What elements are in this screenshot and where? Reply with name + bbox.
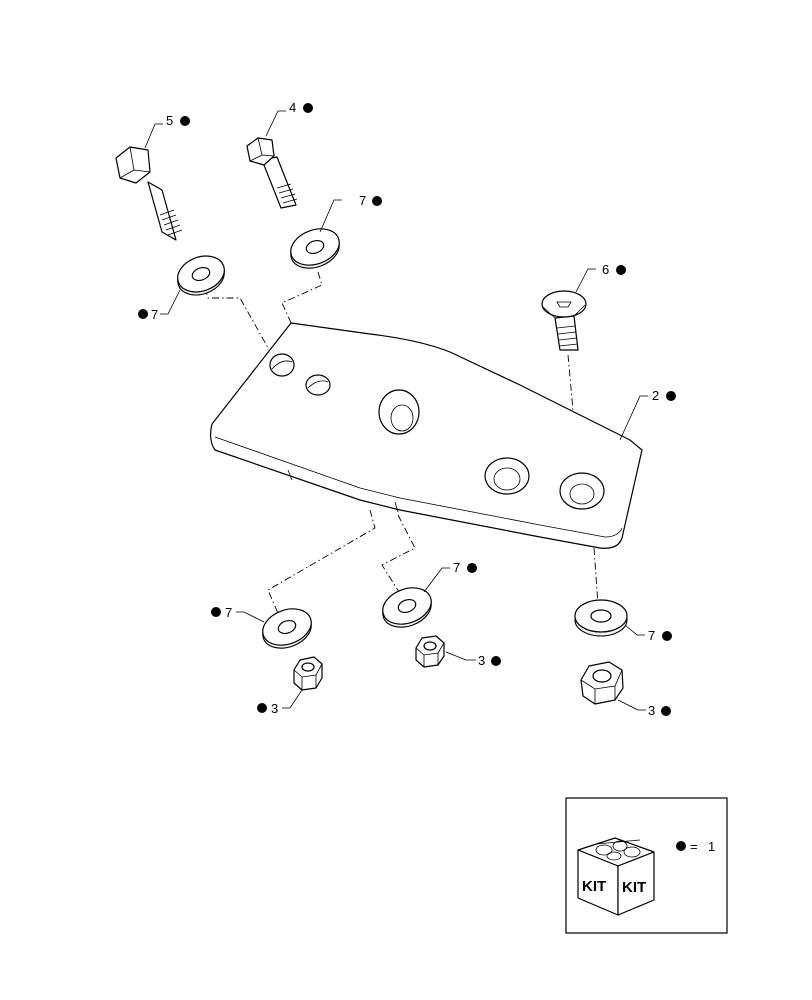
callout-number: 7	[151, 307, 158, 322]
callout-number: 7	[359, 193, 366, 208]
kit-marker-icon	[661, 706, 671, 716]
callout-7-lower-right: 7	[648, 628, 672, 643]
callout-2: 2	[652, 388, 676, 403]
kit-marker-icon	[676, 841, 686, 851]
flat-head-screw-6	[541, 290, 587, 351]
callout-number: 3	[478, 653, 485, 668]
plate	[209, 322, 643, 549]
hex-nut-3-middle	[415, 635, 445, 668]
callout-3-middle: 3	[478, 653, 501, 668]
plate-hole-3	[378, 389, 420, 435]
leader-lines	[144, 110, 648, 711]
callout-3-left: 3	[257, 701, 278, 716]
hex-bolt-4	[246, 137, 298, 209]
kit-marker-icon	[180, 116, 190, 126]
kit-marker-icon	[662, 631, 672, 641]
kit-marker-icon	[211, 607, 221, 617]
kit-marker-icon	[303, 103, 313, 113]
hex-bolt-5	[115, 146, 183, 241]
hex-nut-3-left	[293, 656, 323, 691]
callout-7-lower-left: 7	[211, 605, 232, 620]
kit-marker-icon	[666, 391, 676, 401]
callout-4: 4	[289, 100, 313, 115]
callout-number: 3	[271, 701, 278, 716]
washer-7-upper-right	[290, 228, 340, 269]
kit-box-icon: KIT KIT	[577, 837, 655, 916]
kit-label-right: KIT	[622, 879, 646, 896]
legend-value: 1	[708, 839, 715, 854]
callout-7-lower-middle: 7	[453, 560, 477, 575]
kit-label-left: KIT	[582, 878, 606, 895]
callout-7-upper-left: 7	[138, 307, 158, 322]
callout-number: 7	[453, 560, 460, 575]
callout-number: 2	[652, 388, 659, 403]
callout-6: 6	[602, 262, 626, 277]
callout-number: 3	[648, 703, 655, 718]
kit-marker-icon	[372, 196, 382, 206]
plate-hole-4	[484, 457, 530, 495]
callout-number: 6	[602, 262, 609, 277]
kit-marker-icon	[467, 563, 477, 573]
washer-7-upper-left	[177, 255, 225, 296]
kit-marker-icon	[257, 703, 267, 713]
kit-marker-icon	[616, 265, 626, 275]
plate-hole-1	[269, 353, 295, 377]
kit-marker-icon	[138, 309, 148, 319]
hex-nut-3-right	[580, 661, 624, 705]
callout-number: 4	[289, 100, 296, 115]
washer-7-lower-middle	[382, 587, 432, 628]
callout-3-right: 3	[648, 703, 671, 718]
callout-5: 5	[166, 113, 190, 128]
kit-legend-box: KIT KIT = 1	[565, 797, 728, 934]
callout-number: 5	[166, 113, 173, 128]
legend-equals: =	[690, 839, 698, 854]
kit-marker-icon	[491, 656, 501, 666]
callout-number: 7	[225, 605, 232, 620]
plate-hole-5	[559, 472, 605, 510]
callout-number: 7	[648, 628, 655, 643]
washer-7-lower-right	[574, 599, 628, 637]
plate-hole-2	[305, 374, 331, 396]
callout-7-upper-right: 7	[359, 193, 382, 208]
washer-7-lower-left	[262, 608, 312, 649]
